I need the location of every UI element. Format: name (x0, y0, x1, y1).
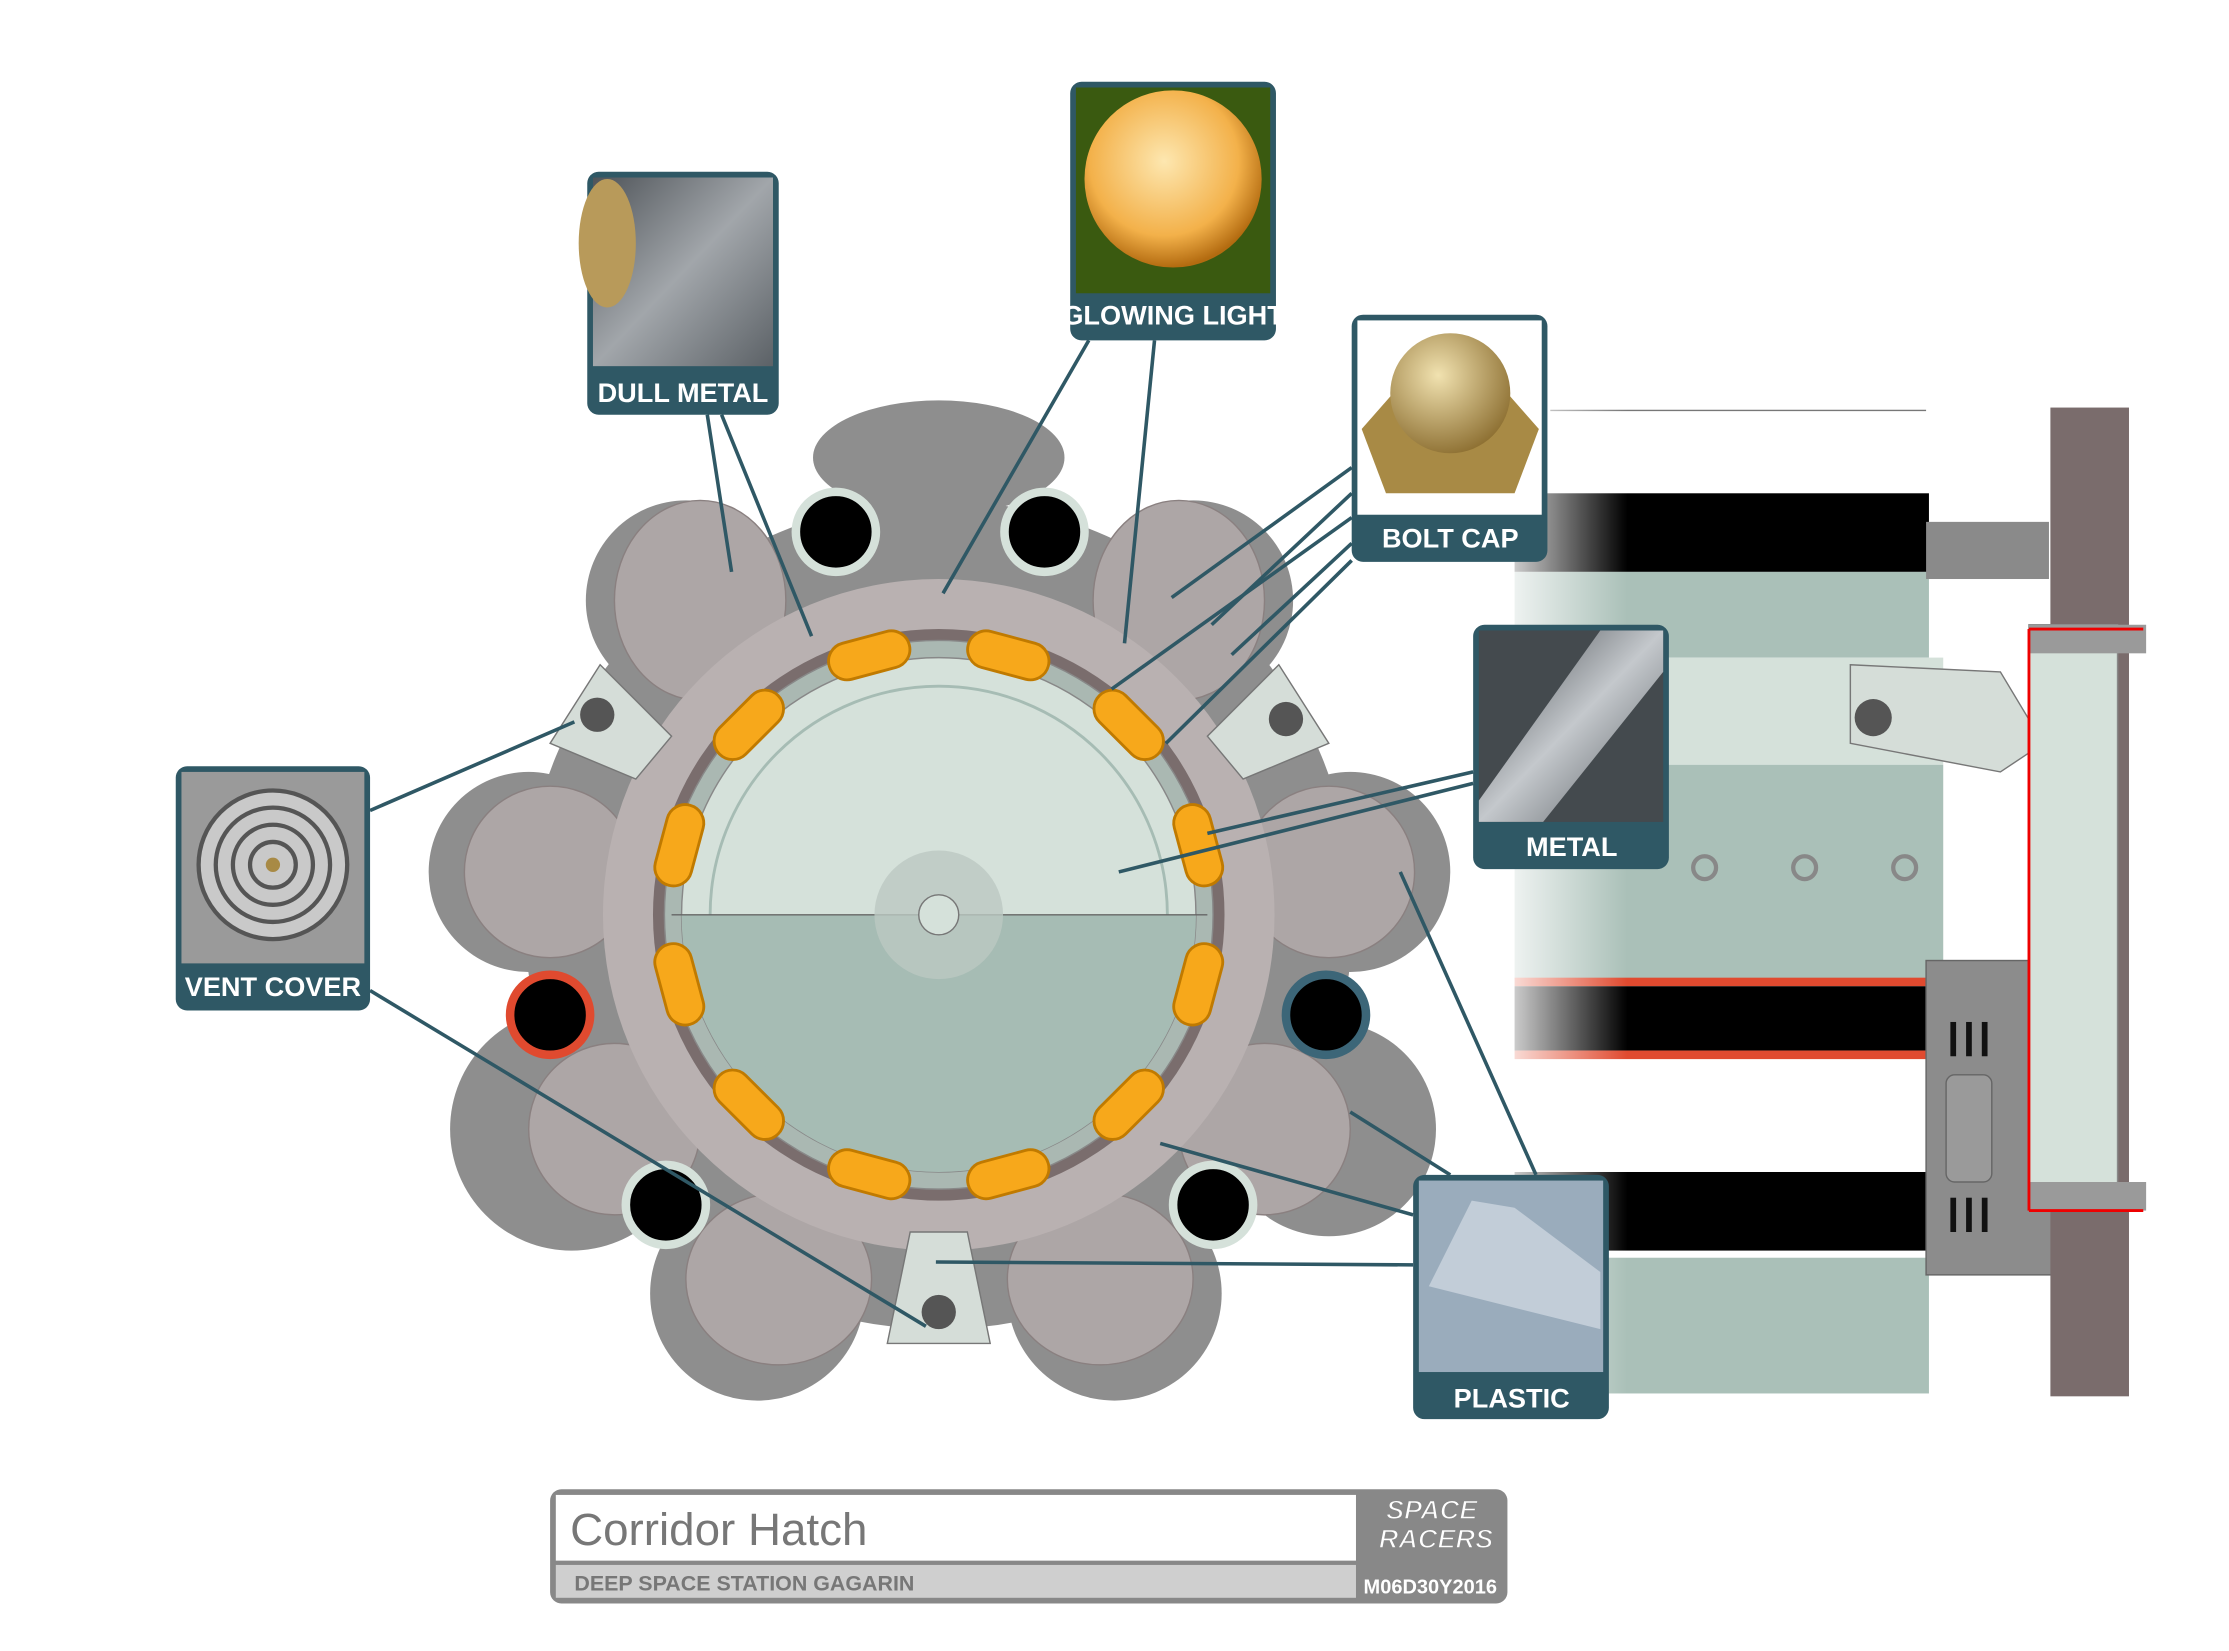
callout-label: GLOWING LIGHT (1062, 300, 1284, 331)
callout-vent-cover: VENT COVER (175, 766, 371, 1011)
date-text: M06D30Y2016 (1364, 1577, 1497, 1599)
orange-light-slot (966, 629, 1051, 682)
orange-light-slot (827, 1148, 912, 1201)
callout-glowing-light: GLOWING LIGHT (1062, 81, 1284, 341)
orange-light-slot (712, 688, 785, 762)
callout-label: VENT COVER (185, 971, 362, 1002)
callout-plastic: PLASTIC (1413, 1174, 1609, 1420)
title-text: Corridor Hatch (570, 1504, 867, 1555)
callout-label: DULL METAL (598, 377, 769, 408)
svg-text:RACERS: RACERS (1379, 1523, 1494, 1554)
orange-light-slot (1172, 803, 1225, 888)
orange-light-slot (1172, 942, 1225, 1027)
svg-text:SPACE: SPACE (1386, 1494, 1478, 1525)
callout-label: METAL (1526, 831, 1617, 862)
callout-dull-metal: DULL METAL (578, 171, 779, 415)
orange-light-slot (1092, 688, 1165, 762)
orange-light-slot (827, 629, 912, 682)
hatch-front-view (428, 400, 1451, 1401)
space-racers-logo: SPACE RACERS (1378, 1493, 1494, 1554)
orange-light-slot (1092, 1068, 1165, 1141)
callout-label: BOLT CAP (1382, 523, 1519, 554)
orange-light-slot (712, 1068, 785, 1141)
orange-light-slot (966, 1148, 1051, 1201)
leader-lines (369, 339, 1538, 1328)
orange-light-slot (653, 942, 706, 1027)
callout-metal: METAL (1473, 624, 1669, 870)
orange-light-slot (653, 803, 706, 888)
callout-bolt-cap: BOLT CAP (1351, 314, 1548, 562)
title-block: Corridor Hatch DEEP SPACE STATION GAGARI… (550, 1489, 1508, 1604)
subtitle-text: DEEP SPACE STATION GAGARIN (574, 1572, 914, 1596)
callout-label: PLASTIC (1454, 1383, 1570, 1414)
